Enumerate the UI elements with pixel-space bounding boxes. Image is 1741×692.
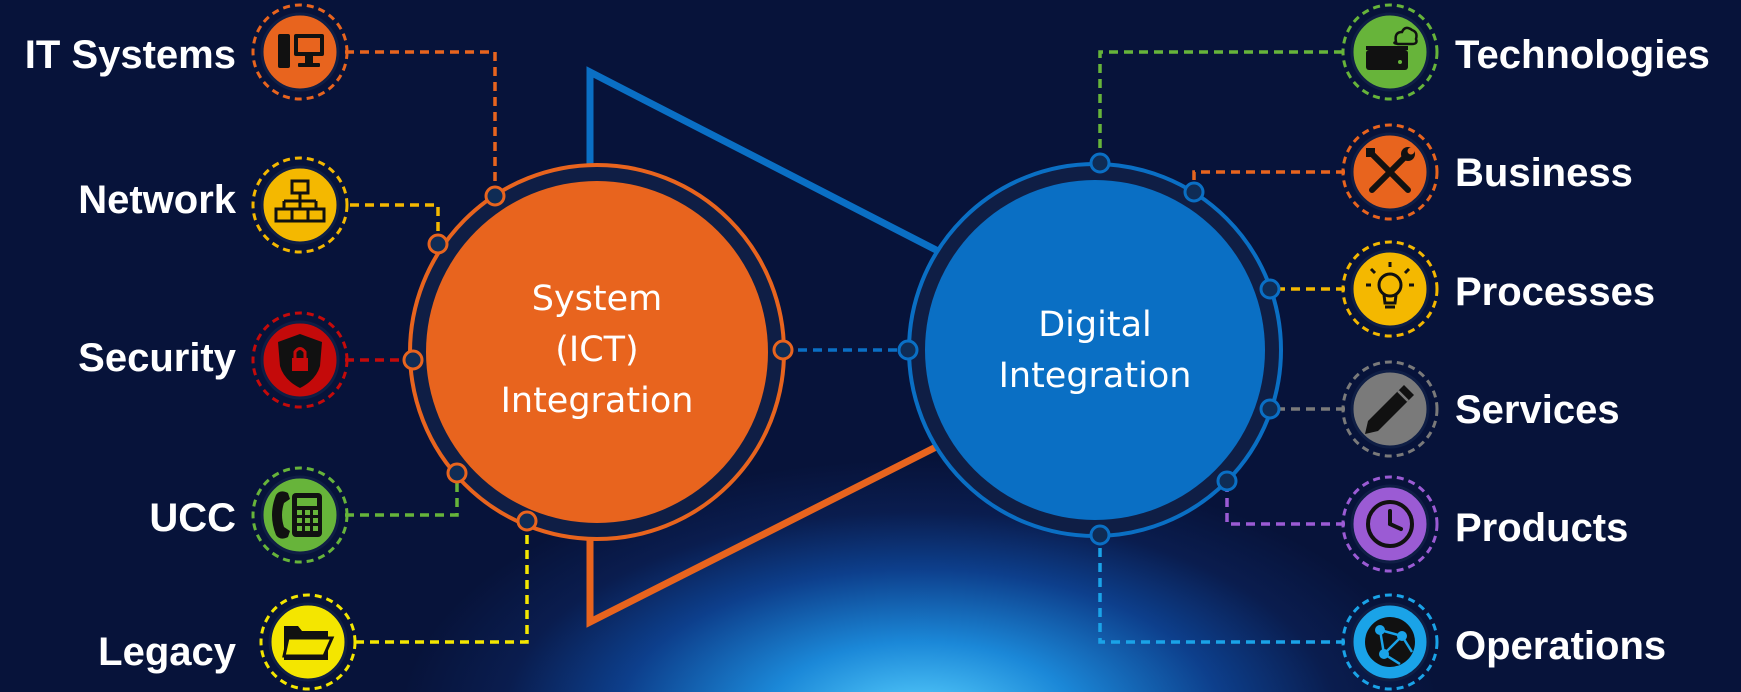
- hub-line: Integration: [500, 381, 694, 421]
- connector-nodes: [402, 152, 1281, 546]
- hub-line: Digital: [1038, 305, 1152, 345]
- right-item-label-services: Services: [1455, 388, 1620, 432]
- left-connectors: [345, 50, 905, 644]
- legacy-badge: [259, 593, 357, 691]
- shield-lock-icon: [278, 334, 322, 388]
- technologies-badge: [1341, 3, 1439, 101]
- ucc-badge: [251, 466, 349, 564]
- network-badge: [251, 156, 349, 254]
- system-integration-hub-label: System (ICT) Integration: [447, 274, 747, 427]
- operations-badge: [1341, 593, 1439, 691]
- computer-icon: [278, 34, 324, 68]
- right-item-label-processes: Processes: [1455, 270, 1656, 314]
- cloud-server-icon: [1366, 26, 1418, 70]
- left-item-label-ucc: UCC: [149, 496, 236, 540]
- globe-network-icon: [1365, 617, 1415, 667]
- left-item-label-legacy: Legacy: [98, 630, 236, 674]
- clock-icon: [1366, 500, 1414, 548]
- left-item-label-it-systems: IT Systems: [24, 33, 236, 77]
- processes-badge: [1341, 240, 1439, 338]
- phone-icon: [272, 491, 322, 539]
- left-item-label-network: Network: [78, 178, 236, 222]
- funnel-triangle: [586, 66, 942, 628]
- hub-line: Integration: [998, 356, 1192, 396]
- right-item-label-products: Products: [1455, 506, 1629, 550]
- hub-line: (ICT): [555, 330, 639, 370]
- tools-icon: [1366, 147, 1415, 193]
- left-item-label-security: Security: [78, 336, 236, 380]
- products-badge: [1341, 475, 1439, 573]
- digital-integration-hub-label: Digital Integration: [945, 300, 1245, 402]
- business-badge: [1341, 123, 1439, 221]
- hub-line: System: [531, 279, 663, 319]
- folder-icon: [282, 626, 335, 660]
- system-integration-hub: [408, 163, 786, 541]
- services-badge: [1341, 360, 1439, 458]
- digital-integration-hub: [907, 162, 1283, 538]
- lightbulb-icon: [1366, 262, 1414, 309]
- right-item-label-operations: Operations: [1455, 624, 1667, 668]
- right-item-label-technologies: Technologies: [1455, 33, 1710, 77]
- network-icon: [274, 179, 326, 223]
- right-connectors: [1098, 50, 1345, 644]
- pencil-icon: [1365, 385, 1414, 434]
- right-item-label-business: Business: [1455, 151, 1633, 195]
- it-systems-badge: [251, 3, 349, 101]
- security-badge: [251, 311, 349, 409]
